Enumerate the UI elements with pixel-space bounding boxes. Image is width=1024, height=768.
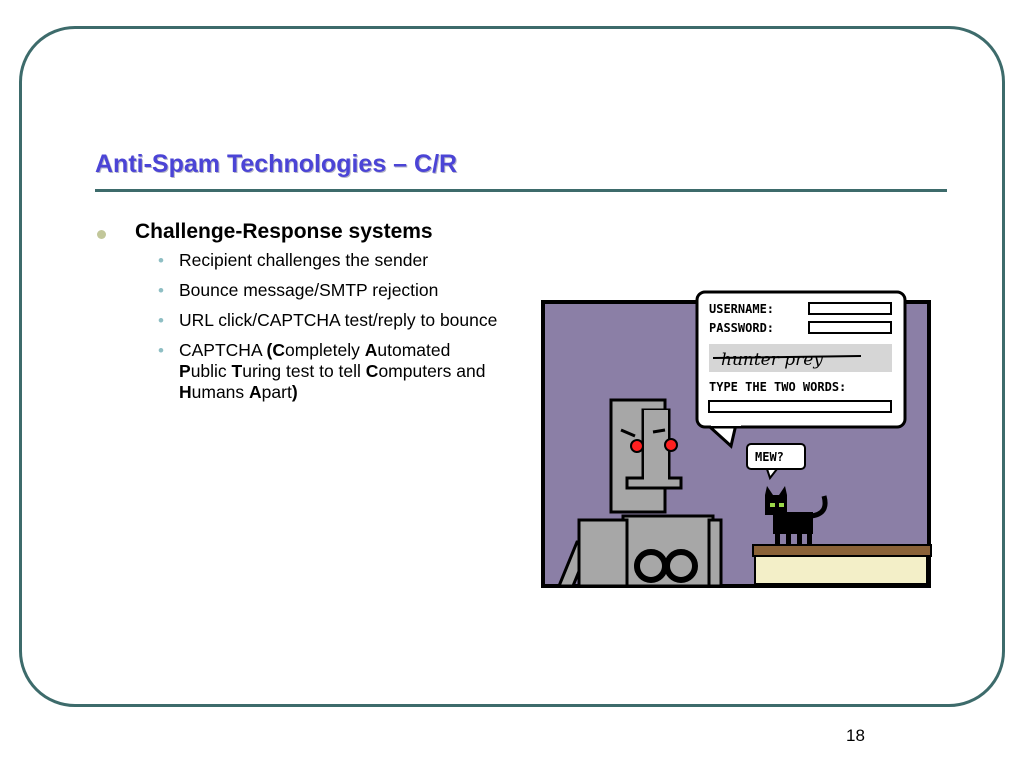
slide-title: Anti-Spam Technologies – C/R (95, 150, 458, 178)
password-field (808, 321, 892, 334)
username-field (808, 302, 892, 315)
desk (752, 544, 932, 557)
sub-bullet-item: • Bounce message/SMTP rejection (135, 280, 499, 301)
sub-bullet-text: Recipient challenges the sender (179, 250, 429, 270)
robot-right-eye (664, 438, 678, 452)
robot-icon (556, 398, 723, 588)
sub-bullet-dot-icon: • (158, 281, 164, 300)
sub-bullet-dot-icon: • (158, 311, 164, 330)
sub-bullet-dot-icon: • (158, 251, 164, 270)
robot-left-eye (630, 439, 644, 453)
sub-bullet-text: URL click/CAPTCHA test/reply to bounce (179, 310, 498, 330)
captcha-answer-field (708, 400, 892, 413)
bullet-challenge-response: Challenge-Response systems • Recipient ch… (95, 220, 515, 403)
cat-speech-text: MEW? (755, 450, 784, 464)
bullet-dot-icon (97, 230, 106, 239)
username-label: USERNAME: (709, 302, 774, 316)
sub-bullet-item: • CAPTCHA (Completely Automated Public Tu… (135, 340, 499, 403)
title-divider (95, 189, 947, 192)
captcha-definition: CAPTCHA (Completely Automated Public Tur… (179, 340, 486, 402)
page-number: 18 (846, 726, 865, 745)
cat-icon (765, 486, 828, 545)
sub-bullet-text: Bounce message/SMTP rejection (179, 280, 439, 300)
captcha-words: hunter prey (721, 350, 823, 370)
sub-bullet-item: • URL click/CAPTCHA test/reply to bounce (135, 310, 499, 331)
captcha-comic-illustration: USERNAME: PASSWORD: hunter prey TYPE THE… (541, 290, 932, 588)
sub-bullet-dot-icon: • (158, 341, 164, 360)
captcha-instruction: TYPE THE TWO WORDS: (709, 380, 846, 394)
slide-frame (19, 26, 1005, 707)
sub-bullet-item: • Recipient challenges the sender (135, 250, 499, 271)
password-label: PASSWORD: (709, 321, 774, 335)
sub-bullet-list: • Recipient challenges the sender • Bounce… (135, 250, 515, 403)
bullet-list: Challenge-Response systems • Recipient ch… (95, 220, 515, 412)
bullet-text: Challenge-Response systems (135, 220, 433, 243)
